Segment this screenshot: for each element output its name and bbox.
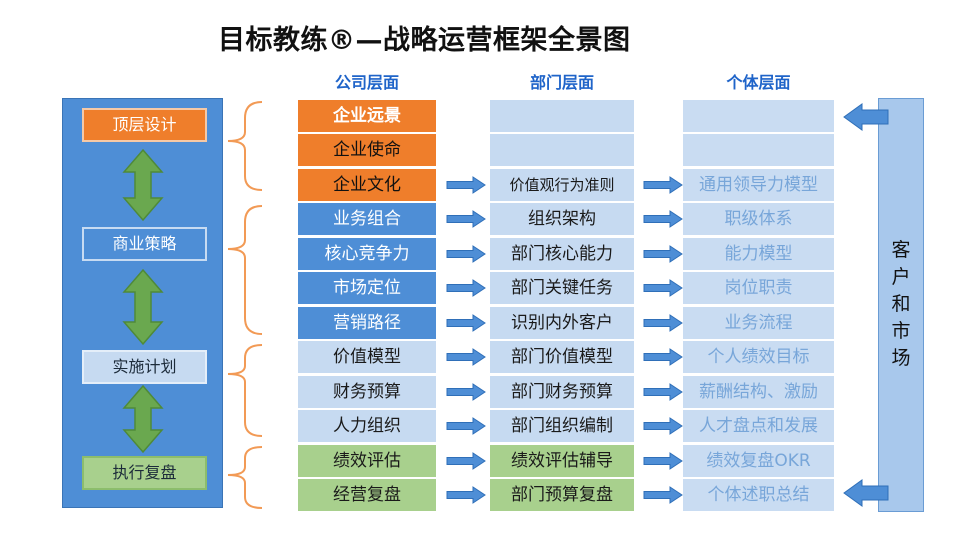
company-item: 企业使命 — [298, 134, 436, 166]
individual-item: 通用领导力模型 — [683, 169, 834, 201]
stage-business-strategy: 商业策略 — [82, 227, 207, 261]
stage-top-design: 顶层设计 — [82, 108, 207, 142]
customer-market-label: 客 户 和 市 场 — [891, 239, 911, 369]
column-header-individual: 个体层面 — [726, 73, 791, 92]
individual-item: 职级体系 — [683, 203, 834, 235]
company-item: 绩效评估 — [298, 445, 436, 477]
right-arrow-icon — [446, 279, 486, 297]
department-item: 部门价值模型 — [490, 341, 634, 373]
company-item: 营销路径 — [298, 307, 436, 339]
left-arrow-icon — [843, 479, 889, 507]
department-item: 价值观行为准则 — [490, 169, 634, 201]
brace-icon — [227, 205, 263, 335]
double-arrow-icon — [122, 268, 164, 346]
right-arrow-icon — [446, 486, 486, 504]
department-item — [490, 134, 634, 166]
company-item: 业务组合 — [298, 203, 436, 235]
company-item: 财务预算 — [298, 376, 436, 408]
company-item: 企业远景 — [298, 100, 436, 132]
right-arrow-icon — [446, 314, 486, 332]
individual-item: 个体述职总结 — [683, 479, 834, 511]
right-arrow-icon — [643, 210, 683, 228]
department-item: 识别内外客户 — [490, 307, 634, 339]
double-arrow-icon — [122, 148, 164, 222]
company-item: 市场定位 — [298, 272, 436, 304]
company-item: 经营复盘 — [298, 479, 436, 511]
right-arrow-icon — [446, 383, 486, 401]
page-title: 目标教练®—战略运营框架全景图 — [218, 25, 631, 56]
right-arrow-icon — [446, 348, 486, 366]
department-item — [490, 100, 634, 132]
department-item: 部门组织编制 — [490, 410, 634, 442]
company-item: 价值模型 — [298, 341, 436, 373]
individual-item: 绩效复盘OKR — [683, 445, 834, 477]
right-arrow-icon — [643, 452, 683, 470]
right-arrow-icon — [446, 210, 486, 228]
individual-item: 岗位职责 — [683, 272, 834, 304]
individual-item — [683, 134, 834, 166]
individual-item: 薪酬结构、激励 — [683, 376, 834, 408]
department-item: 绩效评估辅导 — [490, 445, 634, 477]
right-arrow-icon — [446, 176, 486, 194]
individual-item: 业务流程 — [683, 307, 834, 339]
brace-icon — [227, 344, 263, 437]
right-arrow-icon — [643, 383, 683, 401]
brace-icon — [227, 446, 263, 509]
department-item: 部门关键任务 — [490, 272, 634, 304]
column-header-department: 部门层面 — [529, 73, 594, 92]
right-arrow-icon — [643, 245, 683, 263]
individual-item: 个人绩效目标 — [683, 341, 834, 373]
left-arrow-icon — [843, 103, 889, 131]
individual-item — [683, 100, 834, 132]
brace-icon — [227, 101, 263, 191]
right-arrow-icon — [643, 348, 683, 366]
individual-item: 能力模型 — [683, 238, 834, 270]
stage-implementation-plan: 实施计划 — [82, 350, 207, 384]
column-header-company: 公司层面 — [334, 73, 399, 92]
right-arrow-icon — [643, 176, 683, 194]
right-arrow-icon — [643, 417, 683, 435]
double-arrow-icon — [122, 384, 164, 454]
company-item: 企业文化 — [298, 169, 436, 201]
company-item: 核心竞争力 — [298, 238, 436, 270]
customer-market-panel: 客 户 和 市 场 — [878, 98, 924, 512]
right-arrow-icon — [446, 452, 486, 470]
stage-execution-review: 执行复盘 — [82, 456, 207, 490]
company-item: 人力组织 — [298, 410, 436, 442]
department-item: 组织架构 — [490, 203, 634, 235]
right-arrow-icon — [643, 314, 683, 332]
right-arrow-icon — [643, 279, 683, 297]
department-item: 部门预算复盘 — [490, 479, 634, 511]
right-arrow-icon — [643, 486, 683, 504]
department-item: 部门财务预算 — [490, 376, 634, 408]
individual-item: 人才盘点和发展 — [683, 410, 834, 442]
department-item: 部门核心能力 — [490, 238, 634, 270]
right-arrow-icon — [446, 417, 486, 435]
right-arrow-icon — [446, 245, 486, 263]
